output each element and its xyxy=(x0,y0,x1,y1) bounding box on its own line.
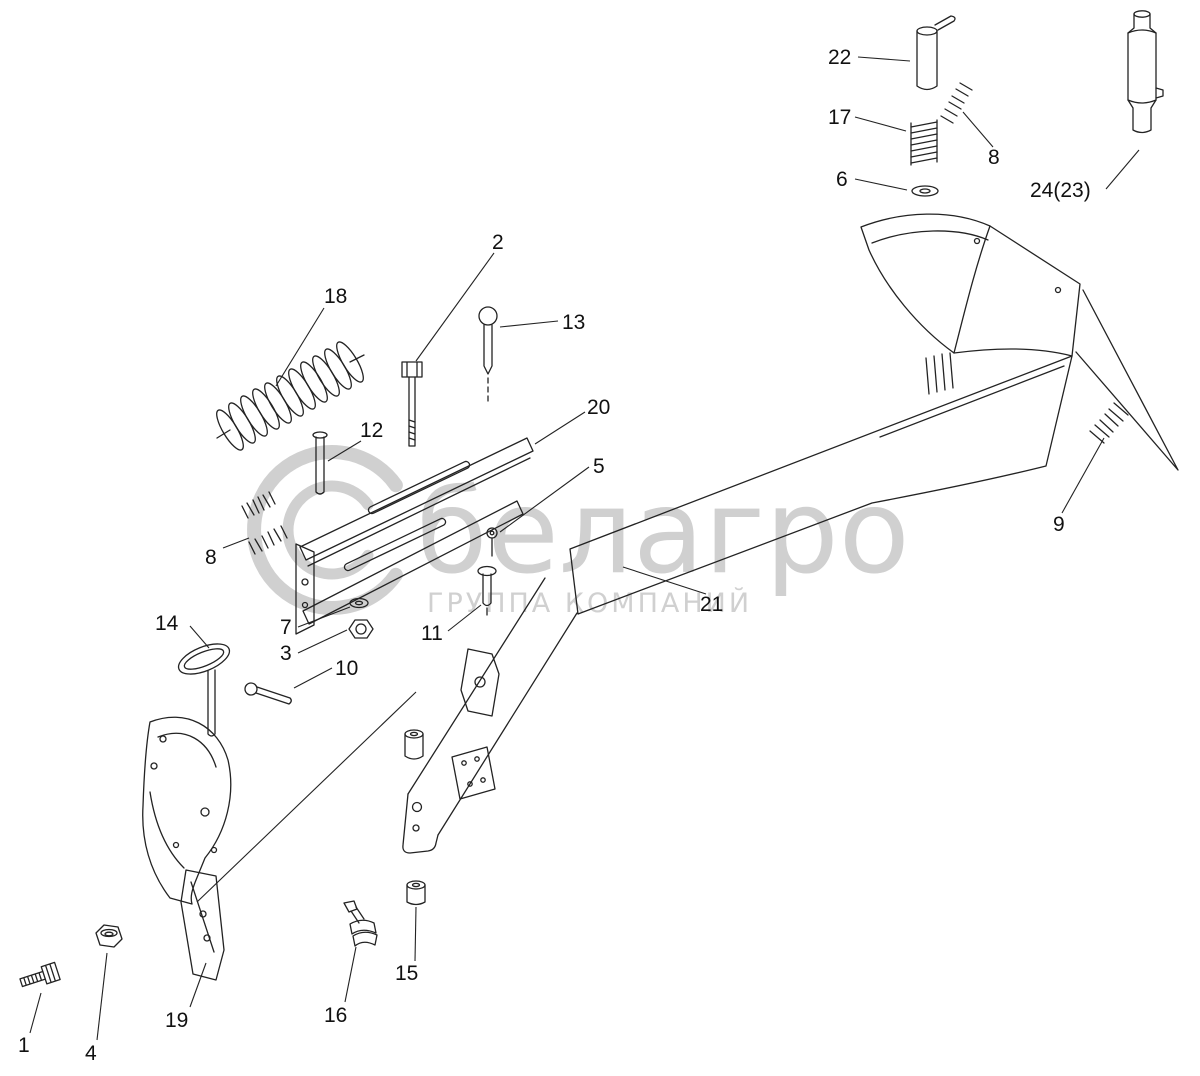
part-5-screw-drawing xyxy=(486,527,498,557)
part-4-nut-drawing xyxy=(95,924,123,948)
part-7-washer-drawing xyxy=(349,597,369,609)
part-15-bushing-drawing xyxy=(406,880,426,906)
leader-line xyxy=(857,56,911,62)
part-24-cylinder-drawing xyxy=(1127,10,1164,134)
part-10-clip-drawing xyxy=(244,682,292,705)
leader-line xyxy=(1061,437,1105,514)
part-21-beam-drawing xyxy=(569,355,1073,615)
part-17-spring-drawing xyxy=(910,119,938,166)
leader-line xyxy=(96,952,108,1041)
part-label-13: 13 xyxy=(562,311,585,334)
lower-arm-drawing xyxy=(402,577,578,854)
part-label-8-left: 8 xyxy=(205,546,217,569)
leader-line xyxy=(962,111,994,148)
part-18-spring-drawing xyxy=(216,341,365,451)
part-label-8-top: 8 xyxy=(988,146,1000,169)
part-22-pin-drawing xyxy=(916,15,956,91)
part-label-22: 22 xyxy=(828,46,851,69)
part-label-3: 3 xyxy=(280,642,292,665)
part-label-20: 20 xyxy=(587,396,610,419)
part-label-7: 7 xyxy=(280,616,292,639)
part-label-15: 15 xyxy=(395,962,418,985)
leader-line xyxy=(415,252,495,362)
leader-line xyxy=(293,667,333,689)
part-1-bolt-drawing xyxy=(19,961,61,988)
part-label-21: 21 xyxy=(700,593,723,616)
part-9-spring-drawing xyxy=(1089,402,1129,444)
leader-line xyxy=(297,629,348,654)
part-11-bolt-drawing xyxy=(477,565,497,616)
part-label-24-23: 24(23) xyxy=(1030,179,1091,202)
part-19-tine-drawing xyxy=(142,716,232,981)
leader-line xyxy=(189,962,207,1008)
part-label-10: 10 xyxy=(335,657,358,680)
leader-line xyxy=(854,116,907,132)
part-label-6: 6 xyxy=(836,168,848,191)
part-label-12: 12 xyxy=(360,419,383,442)
leader-line xyxy=(327,440,362,462)
watermark-logo-outer-ring xyxy=(247,445,403,615)
leader-line xyxy=(297,606,351,628)
part-3-nut-drawing xyxy=(348,619,374,639)
part-label-16: 16 xyxy=(324,1004,347,1027)
part-20-channel-drawing xyxy=(295,437,534,635)
leader-lines xyxy=(29,56,1140,1041)
exploded-view-drawing xyxy=(19,10,1179,988)
leader-line xyxy=(189,625,210,649)
leader-line xyxy=(499,320,559,328)
part-labels: 22 17 6 8 24(23) 2 18 13 12 20 5 8 14 7 … xyxy=(18,46,1091,1065)
part-label-9: 9 xyxy=(1053,513,1065,536)
leader-line xyxy=(622,566,707,595)
watermark: белагро ГРУППА КОМПАНИЙ xyxy=(247,445,910,619)
part-2-bolt-drawing xyxy=(401,361,423,447)
watermark-subtitle: ГРУППА КОМПАНИЙ xyxy=(427,587,752,619)
part-label-11: 11 xyxy=(421,622,443,645)
part-16-clamp-drawing xyxy=(343,900,378,947)
leader-line xyxy=(414,906,417,962)
watermark-brand: белагро xyxy=(416,465,910,600)
part-13-pin-drawing xyxy=(478,306,498,403)
part-8-springs-left-drawing xyxy=(241,491,288,555)
leader-line xyxy=(344,946,357,1003)
part-14-handle-drawing xyxy=(177,643,231,737)
leader-line xyxy=(499,466,590,533)
part-12-pin-drawing xyxy=(312,431,328,495)
part-label-18: 18 xyxy=(324,285,347,308)
head-bracket-drawing xyxy=(860,213,1179,471)
part-label-19: 19 xyxy=(165,1009,188,1032)
part-label-1: 1 xyxy=(18,1034,30,1057)
part-label-17: 17 xyxy=(828,106,851,129)
assembly-reference-line xyxy=(196,691,417,903)
leader-line xyxy=(222,537,250,549)
leader-line xyxy=(447,604,482,632)
watermark-logo-inner-ring xyxy=(282,480,374,580)
part-6-washer-drawing xyxy=(911,185,939,197)
leader-line xyxy=(29,992,42,1034)
leader-line xyxy=(534,411,586,445)
part-8-spring-top-drawing xyxy=(940,82,973,124)
leader-line xyxy=(1105,149,1140,190)
part-label-5: 5 xyxy=(593,455,605,478)
leader-line xyxy=(854,178,908,191)
leader-line xyxy=(275,307,325,387)
part-label-14: 14 xyxy=(155,612,179,635)
part-label-2: 2 xyxy=(492,231,504,254)
part-label-4: 4 xyxy=(85,1042,97,1065)
